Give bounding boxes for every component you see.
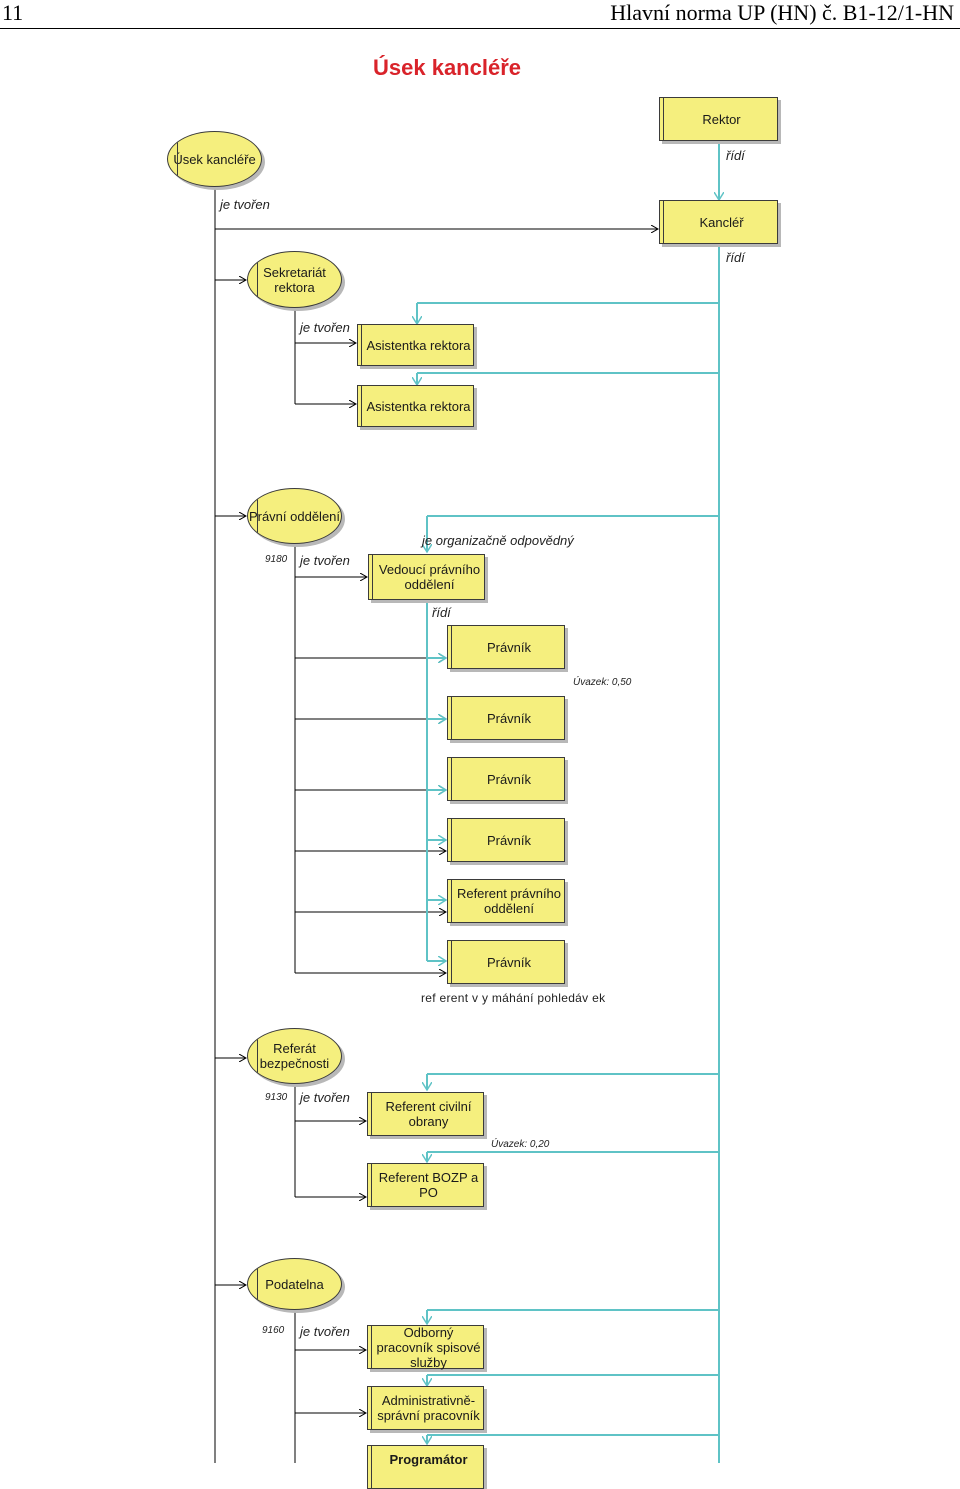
unit-pravni-oddeleni[interactable]: Právní oddělení bbox=[247, 488, 342, 544]
formed-by-label: je tvořen bbox=[300, 320, 350, 335]
unit-sekretariat-rektora[interactable]: Sekretariát rektora bbox=[247, 251, 342, 308]
position-pravnik[interactable]: Právník bbox=[447, 940, 565, 984]
position-referent-civilni-obrany[interactable]: Referent civilní obrany bbox=[367, 1092, 484, 1136]
manages-label: řídí bbox=[726, 148, 745, 163]
position-pravnik[interactable]: Právník bbox=[447, 625, 565, 669]
referent-note: ref erent v y máhání pohledáv ek bbox=[421, 991, 606, 1005]
position-asistentka-rektora[interactable]: Asistentka rektora bbox=[357, 324, 474, 366]
position-pravnik[interactable]: Právník bbox=[447, 757, 565, 801]
uvazek-label: Úvazek: 0,20 bbox=[491, 1139, 550, 1150]
page-header: 11 Hlavní norma UP (HN) č. B1-12/1-HN bbox=[0, 0, 960, 29]
unit-usek-kanclere[interactable]: Úsek kancléře bbox=[167, 131, 262, 187]
position-odborny-pracovnik-spisove-sluzby[interactable]: Odborný pracovník spisové služby bbox=[367, 1325, 484, 1370]
formed-by-label: je tvořen bbox=[300, 553, 350, 568]
formed-by-label: je tvořen bbox=[300, 1324, 350, 1339]
org-responsible-label: je organizačně odpovědný bbox=[422, 533, 574, 548]
position-referent-pravniho-oddeleni[interactable]: Referent právního oddělení bbox=[447, 879, 565, 923]
formed-by-label: je tvořen bbox=[220, 197, 270, 212]
formed-by-label: je tvořen bbox=[300, 1090, 350, 1105]
position-pravnik[interactable]: Právník bbox=[447, 696, 565, 740]
diagram-title: Úsek kancléře bbox=[373, 55, 521, 80]
position-referent-bozp-a-po[interactable]: Referent BOZP a PO bbox=[367, 1163, 484, 1207]
unit-code: 9160 bbox=[262, 1325, 285, 1336]
position-pravnik[interactable]: Právník bbox=[447, 818, 565, 862]
position-administrativne-spravni-pracovnik[interactable]: Administrativně-správní pracovník bbox=[367, 1386, 484, 1430]
norm-title: Hlavní norma UP (HN) č. B1-12/1-HN bbox=[610, 0, 954, 25]
position-kancler[interactable]: Kancléř bbox=[659, 200, 778, 244]
unit-code: 9180 bbox=[265, 554, 288, 565]
uvazek-label: Úvazek: 0,50 bbox=[573, 677, 632, 688]
position-asistentka-rektora[interactable]: Asistentka rektora bbox=[357, 385, 474, 427]
position-programator[interactable]: Programátor bbox=[367, 1445, 484, 1489]
page-number: 11 bbox=[2, 0, 24, 25]
unit-code: 9130 bbox=[265, 1092, 288, 1103]
manages-label: řídí bbox=[432, 605, 451, 620]
unit-podatelna[interactable]: Podatelna bbox=[247, 1258, 342, 1310]
unit-referat-bezpecnosti[interactable]: Referát bezpečnosti bbox=[247, 1028, 342, 1084]
position-vedouci-pravniho-oddeleni[interactable]: Vedoucí právního oddělení bbox=[368, 554, 485, 600]
manages-label: řídí bbox=[726, 250, 745, 265]
position-rektor[interactable]: Rektor bbox=[659, 97, 778, 141]
